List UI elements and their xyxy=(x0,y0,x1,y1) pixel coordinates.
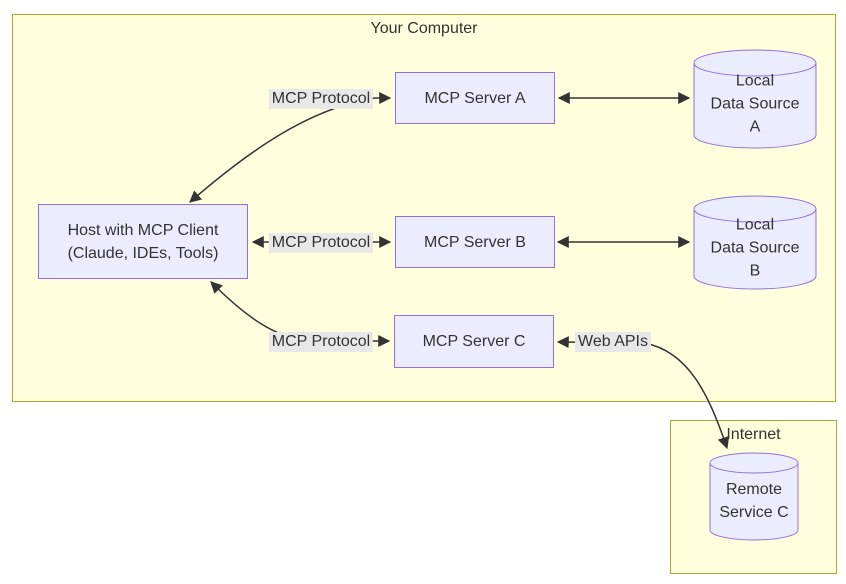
node-host-mcp-client: Host with MCP Client (Claude, IDEs, Tool… xyxy=(38,204,248,279)
cluster-your-computer-label: Your Computer xyxy=(370,20,478,37)
edge-label-mcp-protocol-c: MCP Protocol xyxy=(268,332,374,352)
node-data-source-b-label: Local Data Source B xyxy=(710,214,801,283)
cylinder-data-source-a xyxy=(693,49,817,149)
node-data-source-a-label: Local Data Source A xyxy=(710,70,801,139)
data-source-b-line2: Data Source B xyxy=(710,239,800,280)
node-mcp-server-a-label: MCP Server A xyxy=(424,89,526,107)
remote-service-c-line1: Remote xyxy=(725,481,783,498)
node-remote-service-c-label: Remote Service C xyxy=(719,478,788,524)
data-source-a-line2: Data Source A xyxy=(710,95,800,136)
edge-label-mcp-protocol-b: MCP Protocol xyxy=(268,233,374,253)
edge-host-server-a xyxy=(189,92,392,203)
edge-server-c-remote-c xyxy=(556,336,730,450)
node-host-label-line1: Host with MCP Client xyxy=(67,221,219,239)
edge-label-mcp-protocol-a: MCP Protocol xyxy=(268,89,374,109)
node-mcp-server-b-label: MCP Server B xyxy=(424,233,526,251)
node-mcp-server-c-label: MCP Server C xyxy=(422,333,526,350)
node-host-label-line2: (Claude, IDEs, Tools) xyxy=(67,244,219,262)
cluster-internet-label: Internet xyxy=(726,426,781,443)
edge-label-web-apis: Web APIs xyxy=(575,332,651,352)
remote-service-c-line2: Service C xyxy=(719,504,789,521)
data-source-a-line1: Local xyxy=(735,72,775,90)
cylinder-remote-service-c xyxy=(709,452,799,541)
node-mcp-server-a: MCP Server A xyxy=(395,72,555,124)
node-mcp-server-c: MCP Server C xyxy=(394,315,554,368)
node-mcp-server-b: MCP Server B xyxy=(395,216,555,268)
data-source-b-line1: Local xyxy=(735,216,775,234)
cylinder-data-source-b xyxy=(693,195,817,290)
